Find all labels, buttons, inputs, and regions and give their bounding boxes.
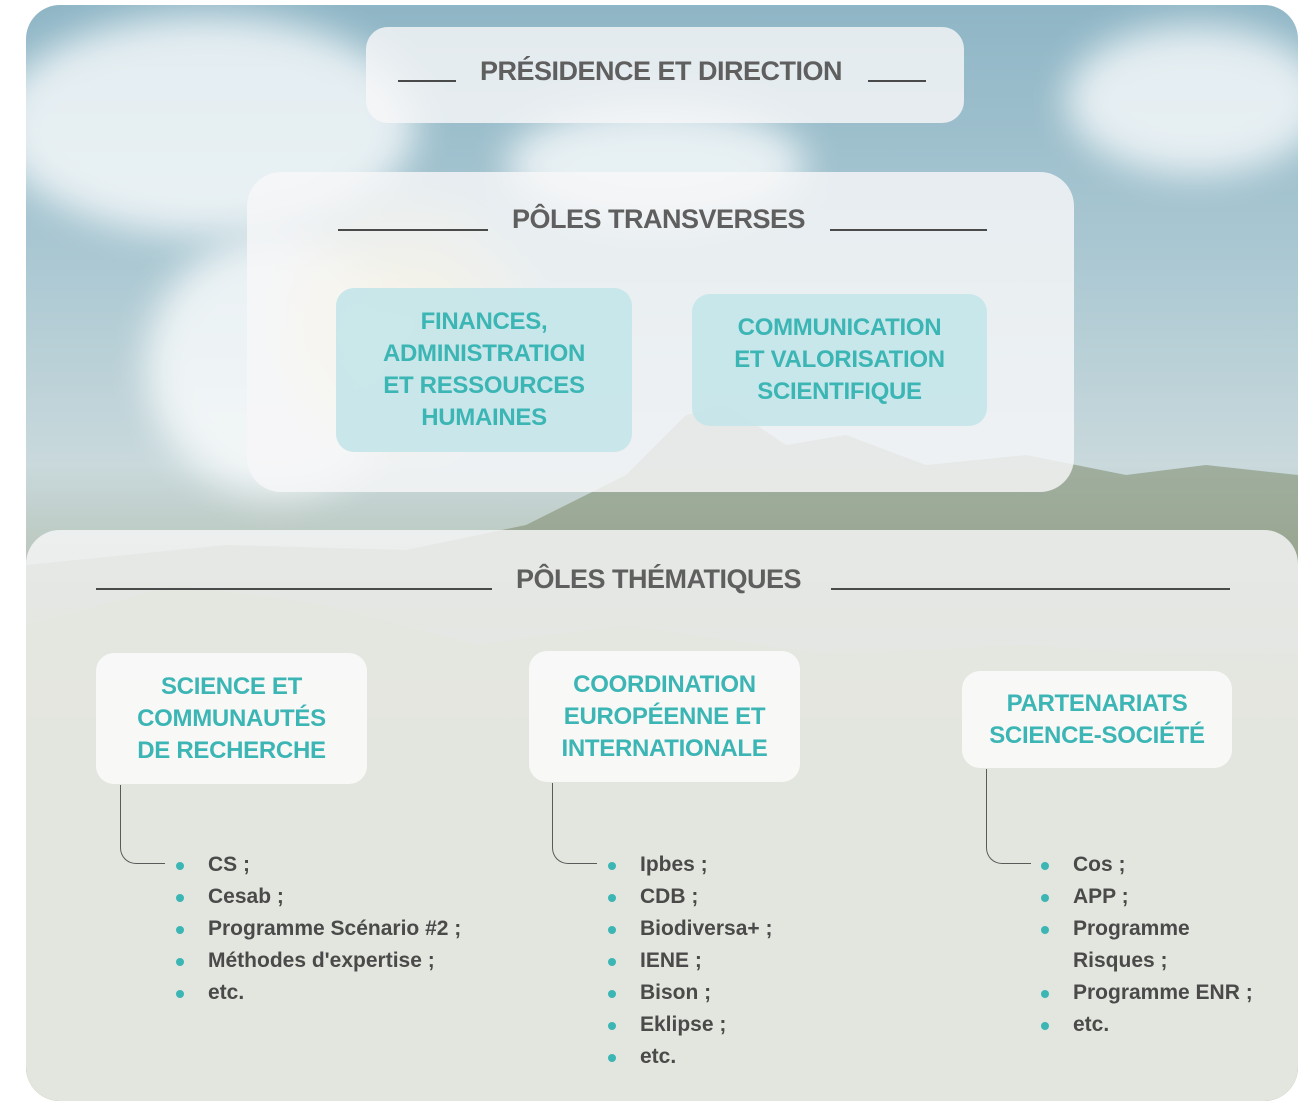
partenariats-list: Cos ; APP ; Programme Risques ; Programm…: [1041, 849, 1253, 1041]
list-item: Cesab ;: [176, 881, 461, 913]
list-item: Eklipse ;: [608, 1009, 772, 1041]
coordination-box: COORDINATION EUROPÉENNE ET INTERNATIONAL…: [529, 651, 800, 782]
list-item: etc.: [608, 1041, 772, 1073]
thematiques-panel: [26, 530, 1298, 1101]
transverses-rule-right: [830, 229, 987, 231]
thematiques-rule-left: [96, 588, 492, 590]
list-item: CS ;: [176, 849, 461, 881]
science-list: CS ; Cesab ; Programme Scénario #2 ; Mét…: [176, 849, 461, 1009]
presidence-title: PRÉSIDENCE ET DIRECTION: [480, 56, 843, 86]
list-item: etc.: [1041, 1009, 1253, 1041]
transverses-title: PÔLES TRANSVERSES: [512, 204, 806, 234]
transverses-rule-left: [338, 229, 488, 231]
list-item: Programme: [1041, 913, 1253, 945]
presidence-rule-left: [398, 80, 456, 82]
list-item: Risques ;: [1073, 949, 1168, 972]
list-item: etc.: [176, 977, 461, 1009]
list-item: Cos ;: [1041, 849, 1253, 881]
list-item: Ipbes ;: [608, 849, 772, 881]
presidence-panel: [366, 27, 964, 123]
list-item: APP ;: [1041, 881, 1253, 913]
science-connector: [120, 785, 165, 864]
list-item: Biodiversa+ ;: [608, 913, 772, 945]
list-item: CDB ;: [608, 881, 772, 913]
coordination-connector: [552, 783, 597, 864]
list-item: Programme Scénario #2 ;: [176, 913, 461, 945]
presidence-rule-right: [868, 80, 926, 82]
communication-box: COMMUNICATION ET VALORISATION SCIENTIFIQ…: [692, 294, 987, 426]
coordination-list: Ipbes ; CDB ; Biodiversa+ ; IENE ; Bison…: [608, 849, 772, 1073]
science-communautes-box: SCIENCE ET COMMUNAUTÉS DE RECHERCHE: [96, 653, 367, 784]
finances-box: FINANCES, ADMINISTRATION ET RESSOURCES H…: [336, 288, 632, 452]
list-item: IENE ;: [608, 945, 772, 977]
thematiques-rule-right: [831, 588, 1230, 590]
list-item: Programme ENR ;: [1041, 977, 1253, 1009]
partenariats-connector: [986, 769, 1031, 864]
list-item: Méthodes d'expertise ;: [176, 945, 461, 977]
thematiques-title: PÔLES THÉMATIQUES: [516, 564, 802, 594]
list-item: Bison ;: [608, 977, 772, 1009]
partenariats-box: PARTENARIATS SCIENCE-SOCIÉTÉ: [962, 671, 1232, 768]
